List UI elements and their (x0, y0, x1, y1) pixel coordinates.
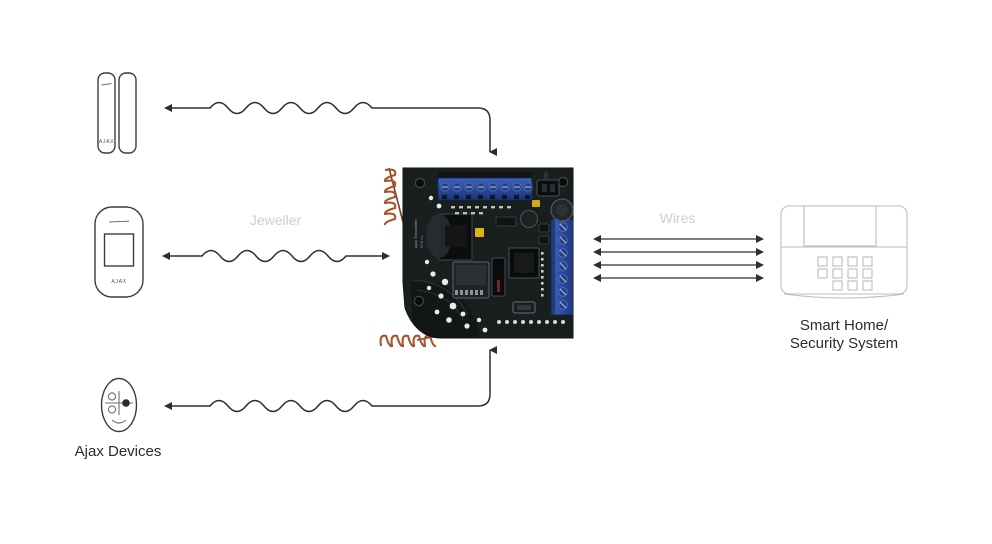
antenna-top-left (383, 167, 404, 226)
label-smart-home: Smart Home/ Security System (789, 317, 899, 352)
device-door-sensor[interactable]: AJAX (97, 72, 139, 154)
pcb-silkscreen: Ajax Transmitter PCB rev. (413, 218, 424, 248)
terminal-block-right (550, 218, 573, 316)
svg-text:Ajax Transmitter: Ajax Transmitter (413, 218, 418, 248)
panel-keypad (817, 256, 873, 291)
label-ajax-devices: Ajax Devices (74, 443, 162, 460)
device-motion-sensor[interactable]: AJAX (94, 206, 144, 298)
pcb-mcu-chip (508, 247, 540, 279)
pcb-usb-port (512, 301, 536, 314)
pcb-smd-resistors (451, 206, 511, 215)
pcb-radio-module (452, 261, 490, 299)
label-jeweller: Jeweller (249, 212, 302, 228)
door-sensor-brand: AJAX (99, 139, 114, 145)
label-wires: Wires (659, 210, 696, 226)
svg-text:PCB rev.: PCB rev. (420, 235, 424, 248)
pcb-connector-jack (536, 172, 560, 197)
pcb-vias (424, 195, 488, 333)
link-door-sensor-wireless (164, 101, 497, 156)
pcb-inductor (520, 210, 538, 228)
motion-sensor-brand: AJAX (111, 279, 126, 285)
pcb-yellow-cap-2 (532, 200, 540, 207)
link-keyfob-wireless (164, 346, 497, 413)
pcb-yellow-cap-1 (475, 228, 484, 237)
pcb-pin-headers (541, 252, 544, 297)
link-motion-sensor-wireless (162, 249, 390, 263)
pcb-crystal (491, 257, 506, 297)
pcb-small-ics (495, 216, 550, 245)
pcb-relay-block (426, 213, 473, 261)
device-keyfob[interactable] (100, 377, 138, 433)
device-control-panel[interactable] (780, 205, 908, 299)
device-transmitter-board[interactable]: Ajax Transmitter PCB rev. (379, 162, 583, 348)
terminal-block-top (437, 172, 533, 201)
link-wired-bundle (593, 235, 764, 282)
pcb-through-holes (497, 320, 565, 324)
